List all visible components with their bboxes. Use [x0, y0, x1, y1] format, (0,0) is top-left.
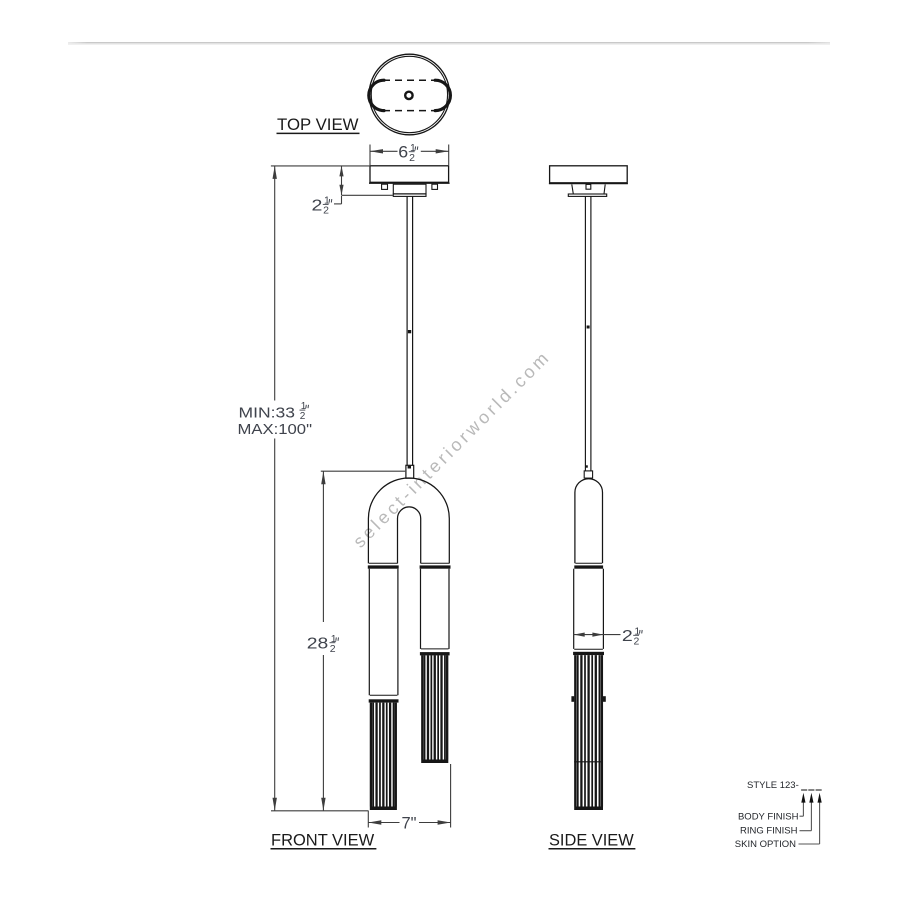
svg-text:SKIN OPTION: SKIN OPTION [735, 839, 796, 850]
svg-text:2: 2 [634, 635, 640, 647]
svg-text:7": 7" [402, 815, 417, 833]
svg-text:2: 2 [409, 152, 415, 164]
svg-text:2: 2 [312, 197, 323, 214]
svg-text:BODY FINISH: BODY FINISH [738, 812, 799, 823]
svg-text:2: 2 [622, 628, 633, 645]
svg-text:MIN:33: MIN:33 [239, 406, 296, 422]
svg-text:1: 1 [324, 195, 330, 207]
svg-text:FRONT VIEW: FRONT VIEW [271, 830, 374, 849]
svg-text:1: 1 [301, 401, 307, 412]
svg-text:1: 1 [410, 142, 416, 154]
svg-text:2: 2 [323, 205, 329, 217]
svg-text:SIDE VIEW: SIDE VIEW [549, 830, 634, 849]
svg-text:28: 28 [307, 636, 329, 653]
svg-text:TOP VIEW: TOP VIEW [277, 115, 359, 134]
svg-text:1: 1 [634, 625, 640, 637]
svg-text:2: 2 [330, 643, 336, 655]
svg-text:RING FINISH: RING FINISH [740, 825, 798, 836]
svg-text:6: 6 [398, 144, 408, 162]
svg-text:MAX:100": MAX:100" [238, 422, 313, 438]
svg-text:STYLE 123-: STYLE 123- [747, 780, 799, 791]
svg-text:2: 2 [300, 411, 306, 422]
svg-text:1: 1 [331, 633, 337, 645]
